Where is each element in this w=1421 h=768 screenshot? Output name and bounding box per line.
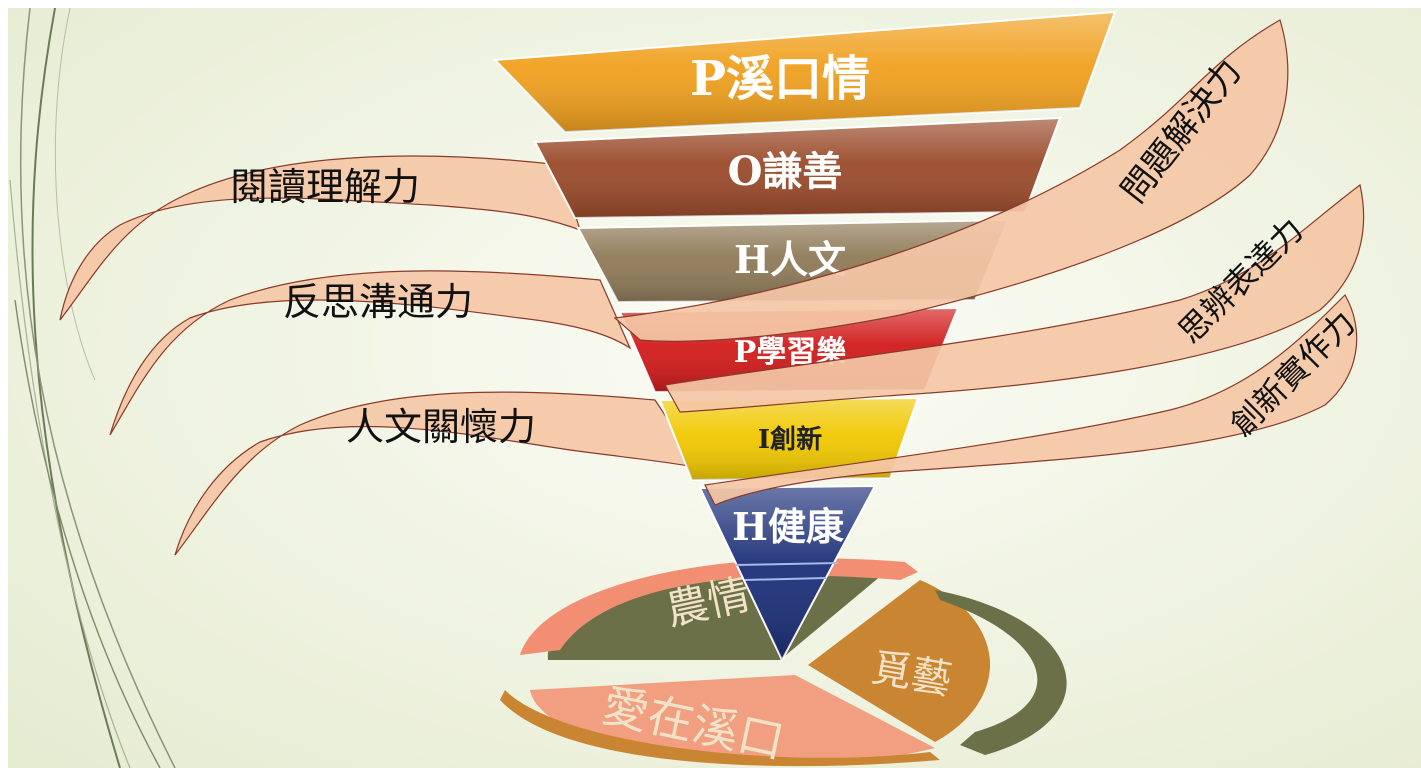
cycle-arrow-3 [500,690,940,767]
cycle-segment-art [808,580,991,742]
layer-label-5: I創新 [758,424,822,455]
ribbon-label-reading: 閱讀理解力 [230,165,420,209]
ribbon-reflection [109,270,632,436]
ribbon-problem-solving [613,19,1289,342]
decorative-curves [9,7,176,768]
right-ribbons [613,19,1365,506]
layer-label-2: O謙善 [728,148,843,195]
ribbon-care [174,391,702,556]
cycle-arrow-1 [520,558,918,655]
layer-label-1: P溪口情 [690,51,870,107]
cycle-diagram: 農情 覓藝 愛在溪口 [500,558,1067,768]
ribbon-innovation [704,294,1358,506]
ribbon-label-reflection: 反思溝通力 [283,280,473,324]
ribbon-reading [59,155,581,321]
layer-label-6: H健康 [732,504,844,549]
ribbon-critical-expression [664,183,1365,413]
ribbon-label-care: 人文關懷力 [346,405,536,449]
left-ribbons [59,155,702,556]
cycle-arrow-2 [935,590,1067,755]
